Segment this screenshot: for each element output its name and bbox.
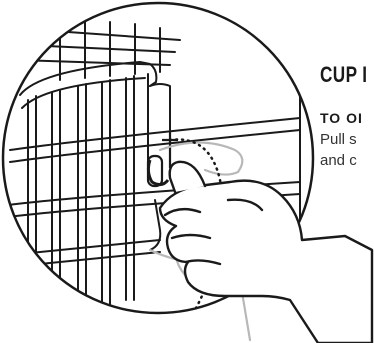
section-heading: CUP I: [320, 62, 368, 87]
hand-pulling-icon: [158, 160, 374, 343]
instruction-subheading: TO OI: [320, 110, 363, 126]
thumb-icon: [146, 159, 170, 187]
instruction-line-2: and c: [320, 152, 357, 169]
instruction-line-1: Pull s: [320, 131, 357, 148]
